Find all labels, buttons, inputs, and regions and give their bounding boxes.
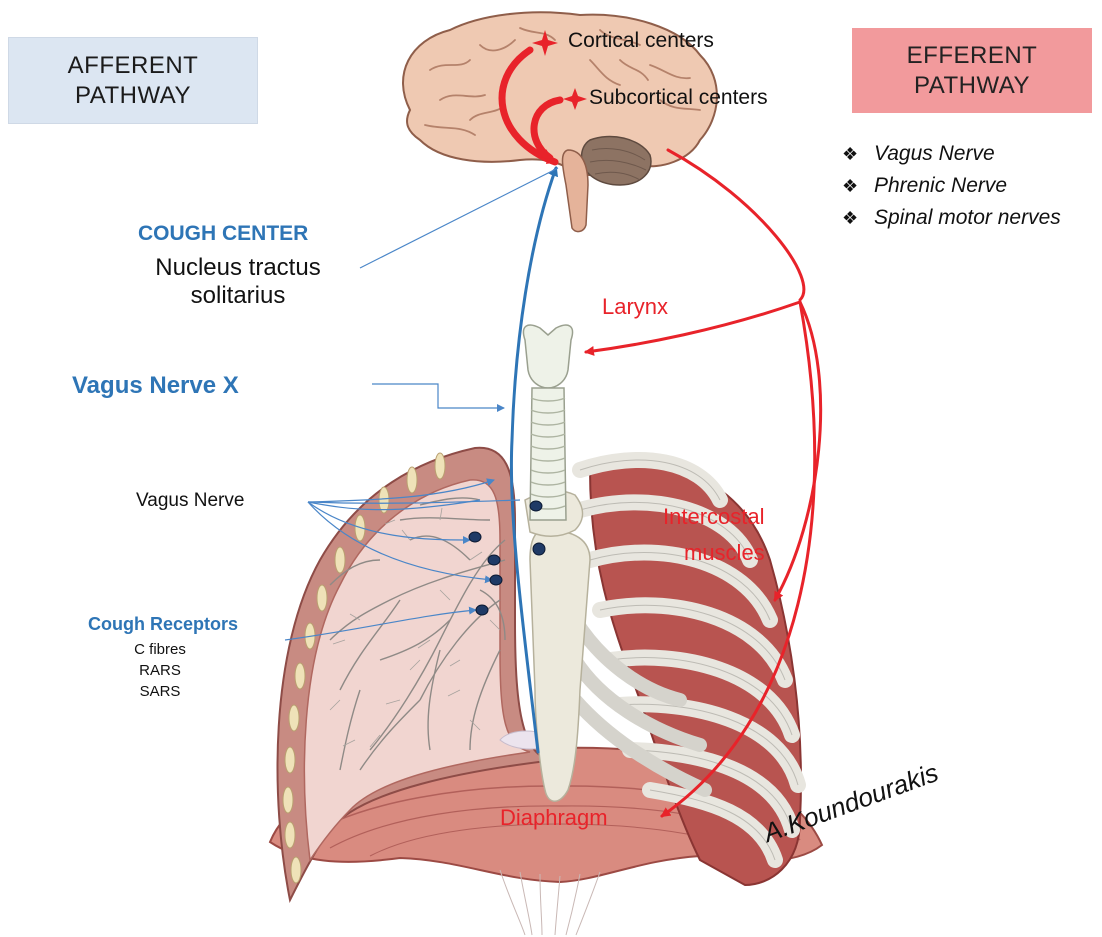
cough-center-line2: solitarius	[129, 282, 347, 310]
receptor-item: RARS	[110, 660, 210, 681]
larynx-label: Larynx	[602, 294, 668, 320]
diaphragm-label: Diaphragm	[500, 805, 608, 831]
subcortical-centers-label: Subcortical centers	[589, 86, 768, 110]
cough-center-line1: Nucleus tractus	[129, 254, 347, 282]
afferent-title-line1: AFFERENT	[68, 51, 199, 81]
afferent-title-line2: PATHWAY	[75, 81, 191, 111]
receptor-item: C fibres	[110, 639, 210, 660]
cough-receptors-title: Cough Receptors	[88, 614, 238, 635]
cortical-centers-label: Cortical centers	[568, 29, 714, 53]
cough-center-nucleus: Nucleus tractus solitarius	[129, 254, 347, 310]
efferent-pathway-box: EFFERENT PATHWAY	[852, 28, 1092, 113]
efferent-title-line1: EFFERENT	[907, 41, 1038, 71]
list-item: ❖Spinal motor nerves	[842, 202, 1061, 234]
four-diamond-bullet-icon: ❖	[842, 203, 874, 234]
vagus-nerve-x-label: Vagus Nerve X	[72, 372, 239, 400]
larynx-trachea	[523, 325, 572, 520]
list-item: ❖Vagus Nerve	[842, 138, 1061, 170]
four-diamond-bullet-icon: ❖	[842, 139, 874, 170]
list-item: ❖Phrenic Nerve	[842, 170, 1061, 202]
nerve-label: Vagus Nerve	[874, 142, 995, 165]
nerve-label: Spinal motor nerves	[874, 206, 1061, 229]
cough-center-title: COUGH CENTER	[138, 222, 308, 246]
intercostal-label-line2: muscles	[684, 540, 765, 566]
afferent-pathway-box: AFFERENT PATHWAY	[8, 37, 258, 124]
efferent-title-line2: PATHWAY	[914, 71, 1030, 101]
four-diamond-bullet-icon: ❖	[842, 171, 874, 202]
intercostal-label-line1: Intercostal	[663, 504, 765, 530]
nerve-label: Phrenic Nerve	[874, 174, 1007, 197]
efferent-nerve-list: ❖Vagus Nerve ❖Phrenic Nerve ❖Spinal moto…	[842, 138, 1061, 234]
cough-receptors-list: C fibres RARS SARS	[110, 639, 210, 702]
receptor-item: SARS	[110, 681, 210, 702]
vagus-nerve-label: Vagus Nerve	[136, 490, 244, 512]
